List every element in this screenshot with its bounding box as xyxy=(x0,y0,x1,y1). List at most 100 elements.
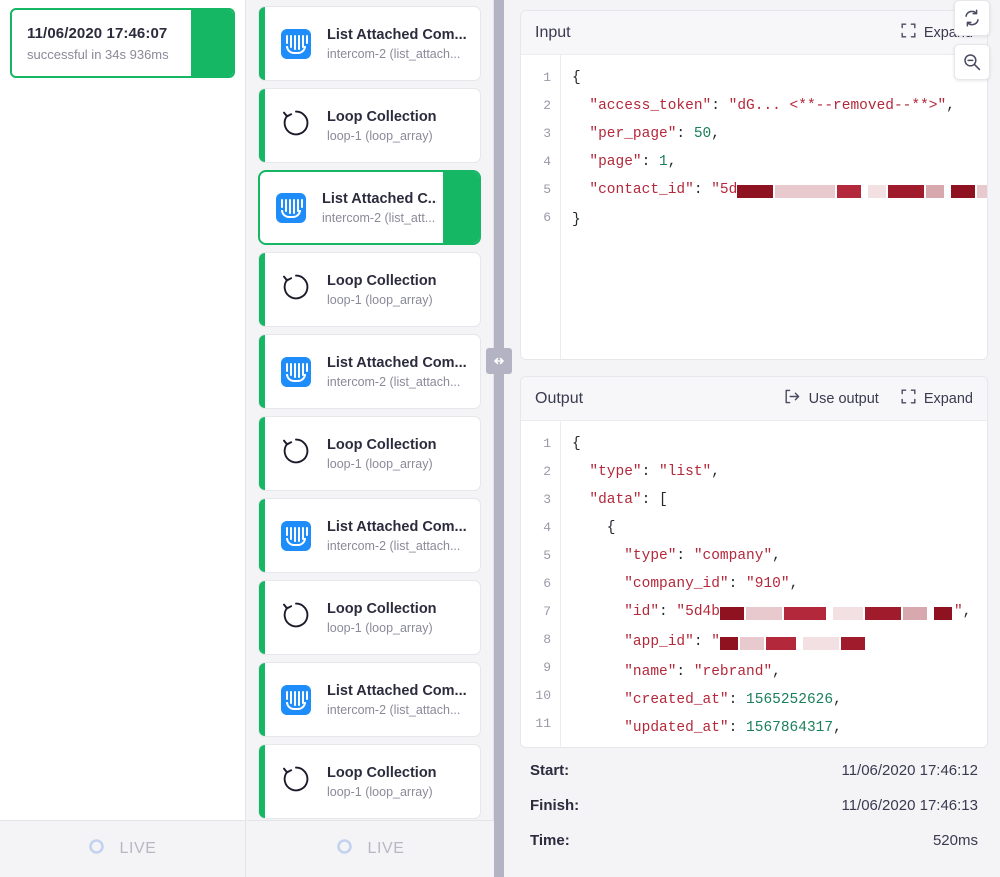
steps-list: List Attached Com... intercom-2 (list_att… xyxy=(246,0,493,877)
line-number: 1 xyxy=(543,436,551,451)
step-name: List Attached C... xyxy=(322,190,437,207)
code-line: "page": 1, xyxy=(572,154,677,170)
zoom-out-icon[interactable] xyxy=(954,44,990,80)
step-card[interactable]: Loop Collection loop-1 (loop_array) xyxy=(258,252,481,327)
stat-value: 11/06/2020 17:46:12 xyxy=(841,762,978,779)
step-text: List Attached Com...intercom-2 (list_att… xyxy=(327,27,467,61)
step-text: List Attached C... intercom-2 (list_att..… xyxy=(322,191,437,225)
code-line: "type": "list", xyxy=(572,464,720,480)
step-card-selected[interactable]: List Attached C... intercom-2 (list_att..… xyxy=(258,170,481,245)
step-text: List Attached Com... intercom-2 (list_att… xyxy=(327,683,467,717)
line-number: 7 xyxy=(543,604,551,619)
runs-live-toggle[interactable]: LIVE xyxy=(0,820,246,877)
step-card[interactable]: Loop Collection loop-1 (loop_array) xyxy=(258,744,481,819)
code-line: { xyxy=(572,436,581,452)
step-selected-flag xyxy=(443,172,479,243)
step-icon-slot xyxy=(274,191,308,225)
stat-label: Finish: xyxy=(530,797,580,814)
code-line: { xyxy=(572,70,581,86)
live-indicator-icon xyxy=(88,838,105,860)
step-status-flag xyxy=(259,7,265,80)
step-text: List Attached Com...intercom-2 (list_att… xyxy=(327,355,467,389)
code-line: "app_id": " xyxy=(572,628,987,658)
step-card[interactable]: List Attached Com... intercom-2 (list_att… xyxy=(258,662,481,737)
input-panel-header: Input Expand xyxy=(521,11,987,55)
step-name: Loop Collection xyxy=(327,272,437,289)
intercom-icon xyxy=(276,192,306,223)
run-status-flag xyxy=(191,10,233,76)
step-status-flag xyxy=(259,335,265,408)
step-card[interactable]: List Attached Com...intercom-2 (list_att… xyxy=(258,498,481,573)
output-panel-header: Output Use output xyxy=(521,377,987,421)
step-meta: intercom-2 (list_att... xyxy=(322,210,436,225)
stat-row: Finish: 11/06/2020 17:46:13 xyxy=(530,797,978,814)
line-number: 10 xyxy=(535,688,551,703)
code-line: "id": "5d4b", xyxy=(572,598,987,628)
stat-row: Start: 11/06/2020 17:46:12 xyxy=(530,762,978,779)
line-number: 9 xyxy=(543,660,551,675)
step-card[interactable]: List Attached Com...intercom-2 (list_att… xyxy=(258,6,481,81)
steps-column: List Attached Com... intercom-2 (list_att… xyxy=(246,0,494,877)
code-line: "data": [ xyxy=(572,492,668,508)
line-number: 5 xyxy=(543,182,551,197)
output-expand-button[interactable]: Expand xyxy=(901,389,973,408)
code-line: { xyxy=(572,520,616,536)
step-meta: intercom-2 (list_attach... xyxy=(327,702,461,717)
input-panel-title: Input xyxy=(535,23,571,41)
line-number: 4 xyxy=(543,154,551,169)
step-name: Loop Collection xyxy=(327,764,437,781)
code-line: "name": "rebrand", xyxy=(572,664,781,680)
step-status-flag xyxy=(259,253,265,326)
stat-value: 11/06/2020 17:46:13 xyxy=(841,797,978,814)
run-timestamp: 11/06/2020 17:46:07 xyxy=(27,24,168,42)
code-line: } xyxy=(572,212,581,228)
line-number: 3 xyxy=(543,126,551,141)
step-meta: loop-1 (loop_array) xyxy=(327,784,433,799)
stat-row: Time:520ms xyxy=(530,832,978,849)
step-name: List Attached Com... xyxy=(327,682,467,699)
live-indicator-icon xyxy=(336,838,353,860)
output-expand-label: Expand xyxy=(923,390,973,407)
steps-live-toggle[interactable]: LIVE xyxy=(247,820,494,877)
output-panel-title: Output xyxy=(535,389,584,407)
step-icon-slot xyxy=(279,437,313,471)
stat-label: Start: xyxy=(530,762,570,779)
step-name: Loop Collection xyxy=(327,108,437,125)
use-output-button[interactable]: Use output xyxy=(784,389,879,408)
panel-resize-splitter[interactable] xyxy=(486,0,512,877)
output-panel: Output Use output xyxy=(520,376,988,748)
step-meta: loop-1 (loop_array) xyxy=(327,292,433,307)
line-number: 5 xyxy=(543,548,551,563)
resize-grip-icon[interactable] xyxy=(486,348,512,374)
loop-icon xyxy=(280,763,312,800)
step-card[interactable]: List Attached Com...intercom-2 (list_att… xyxy=(258,334,481,409)
redacted-text xyxy=(719,600,954,628)
step-card-body: Loop Collection loop-1 (loop_array) xyxy=(265,253,480,326)
step-card-body: Loop Collection loop-1 (loop_array) xyxy=(265,745,480,818)
step-meta: intercom-2 (list_attach... xyxy=(327,538,461,553)
code-line: "per_page": 50, xyxy=(572,126,720,142)
use-output-label: Use output xyxy=(808,390,879,407)
line-number: 1 xyxy=(543,70,551,85)
step-icon-slot xyxy=(279,109,313,143)
step-card-body: List Attached Com...intercom-2 (list_att… xyxy=(265,335,480,408)
step-text: Loop Collection loop-1 (loop_array) xyxy=(327,765,437,799)
step-meta: intercom-2 (list_attach... xyxy=(327,374,461,389)
code-line: "access_token": "dG... <**--removed--**>… xyxy=(572,98,955,114)
step-status-flag xyxy=(259,581,265,654)
refresh-icon[interactable] xyxy=(954,0,990,36)
